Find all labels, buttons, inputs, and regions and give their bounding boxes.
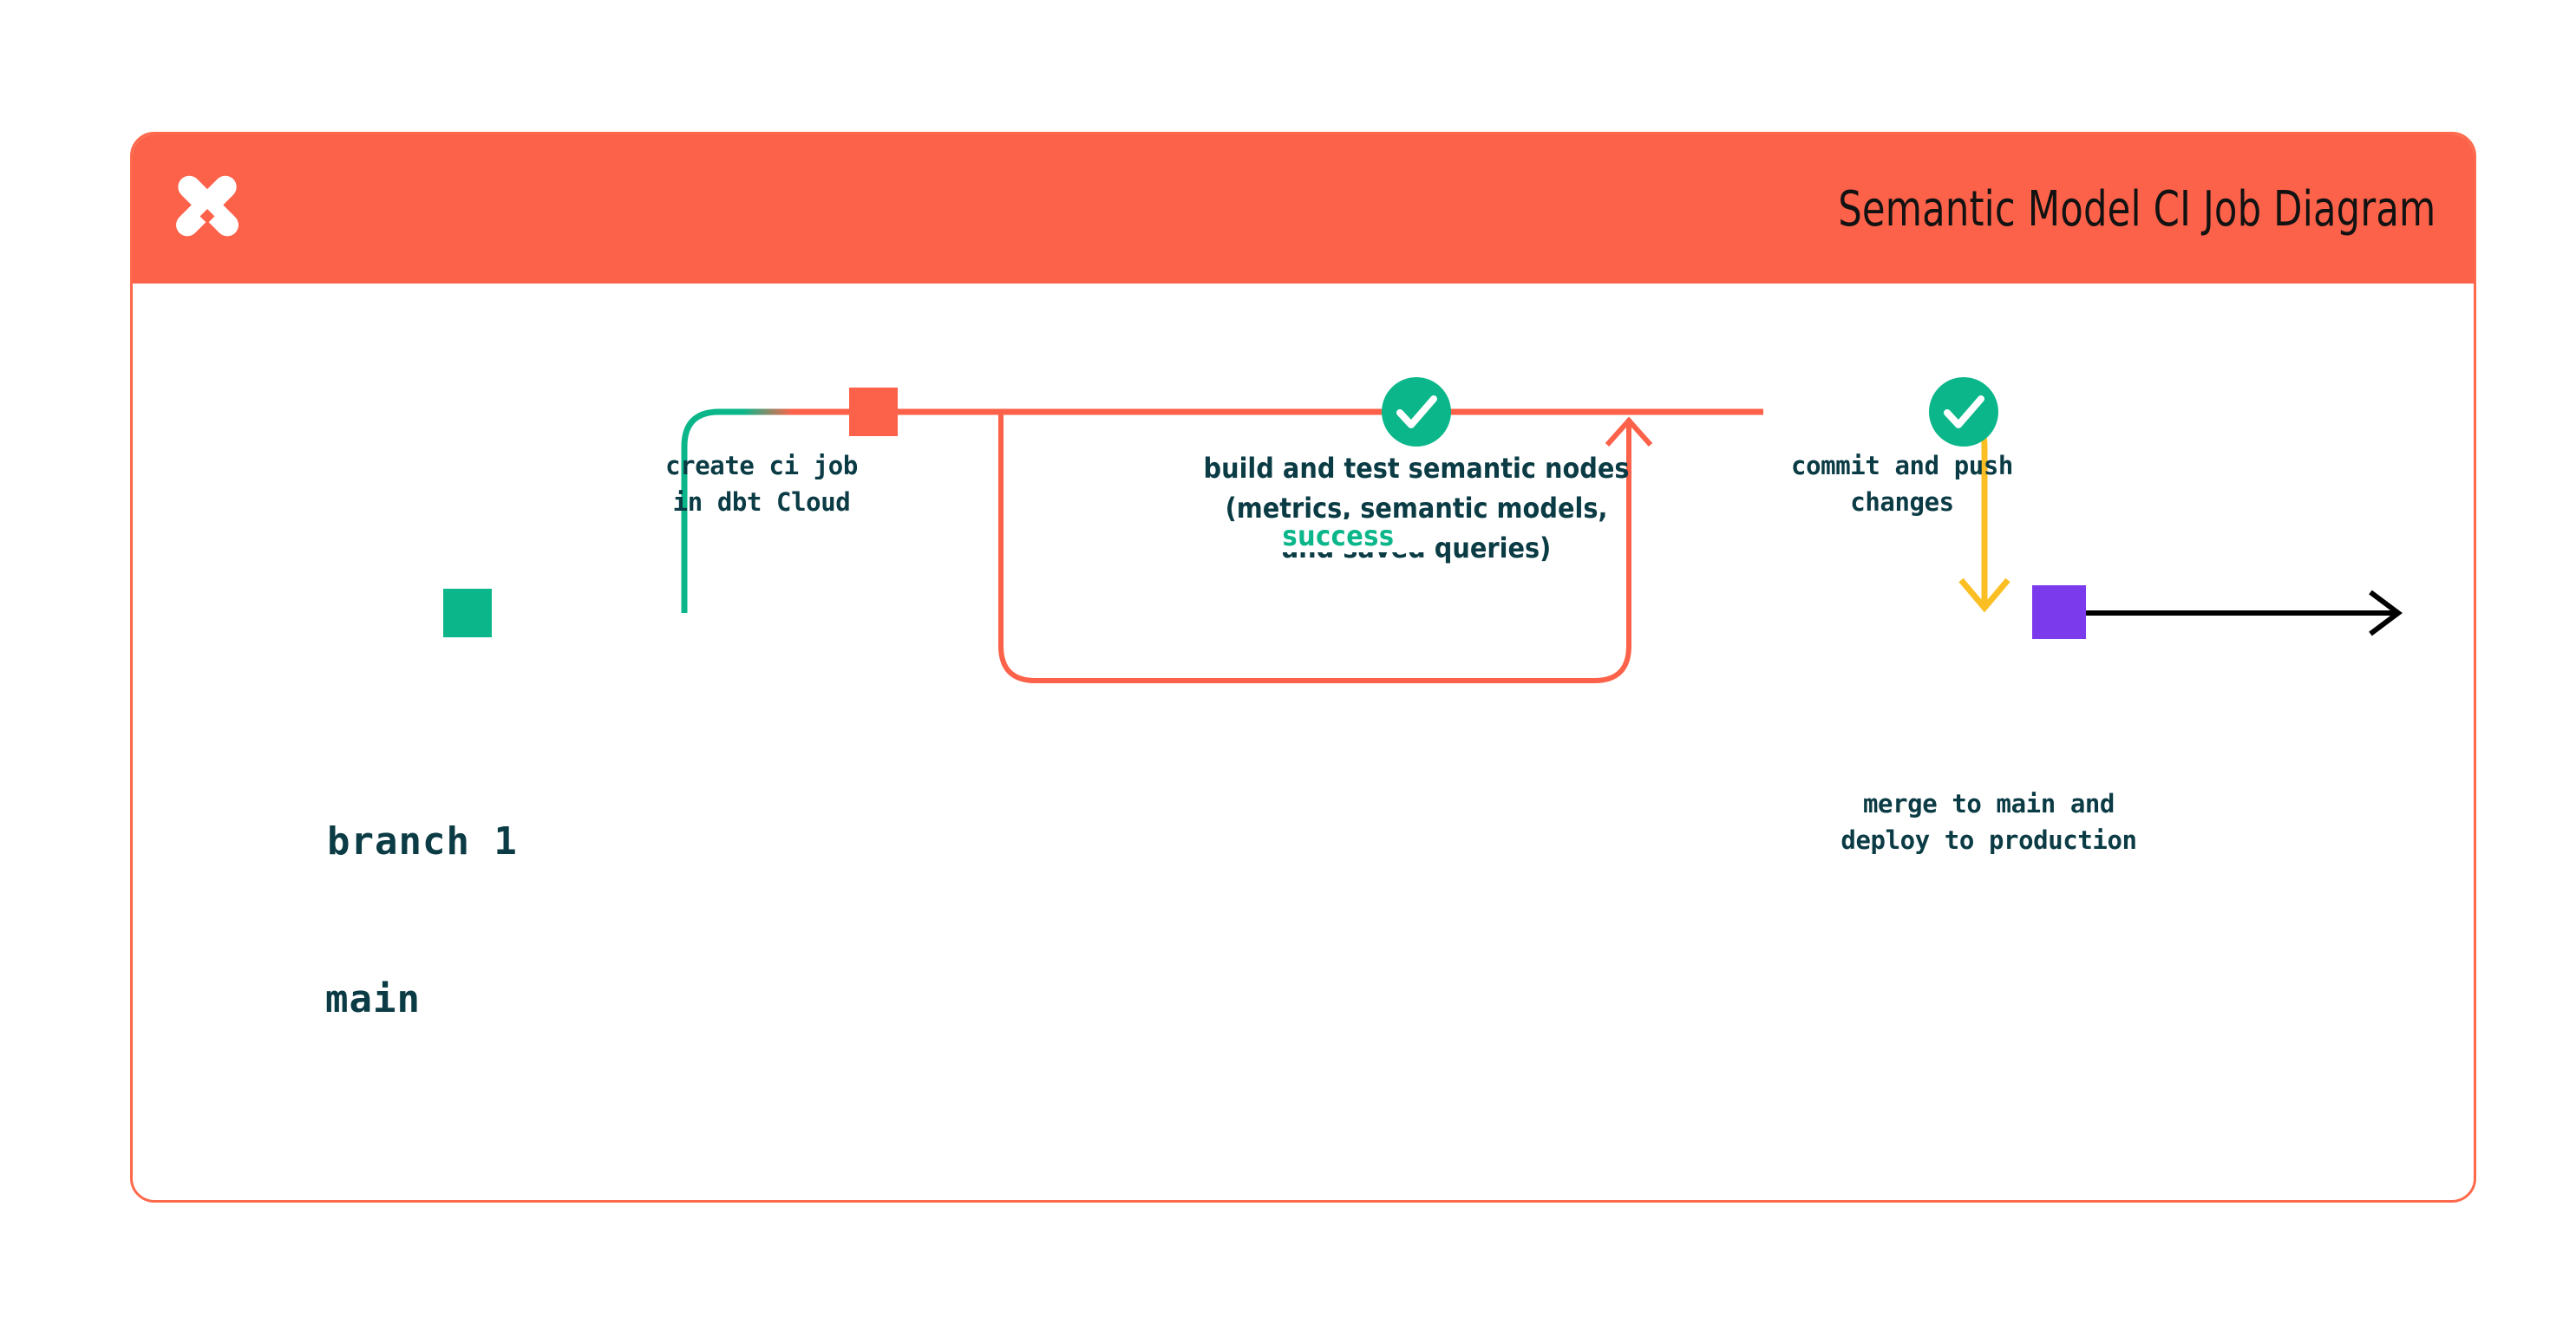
- main-start-commit-marker: [443, 589, 492, 637]
- caption-merge-to-main: merge to main and deploy to production: [1840, 789, 2137, 855]
- branch-off-edge: [681, 408, 792, 613]
- production-arrow: [2086, 590, 2403, 636]
- caption-create-ci-job: create ci job in dbt Cloud: [665, 451, 858, 517]
- merge-commit-marker: [2032, 585, 2086, 639]
- lane-label-main: main: [325, 977, 421, 1021]
- caption-commit-and-push: commit and push changes: [1791, 451, 2013, 517]
- build-and-test-check-icon: [1382, 377, 1451, 447]
- retry-loop-edge: [998, 412, 1653, 683]
- create-ci-job-commit-marker: [849, 388, 898, 436]
- lane-label-branch-1: branch 1: [327, 819, 518, 864]
- dbt-logo-icon: [167, 169, 247, 249]
- card-header: Semantic Model CI Job Diagram: [133, 134, 2474, 284]
- diagram-body: branch 1 main create ci job in dbt Cloud…: [133, 284, 2474, 1200]
- loop-label-success: success: [1252, 519, 1425, 552]
- page-title: Semantic Model CI Job Diagram: [1837, 180, 2435, 238]
- commit-and-push-check-icon: [1929, 377, 1998, 447]
- diagram-card: Semantic Model CI Job Diagram: [130, 132, 2476, 1203]
- diagram-graphics: [443, 377, 2403, 683]
